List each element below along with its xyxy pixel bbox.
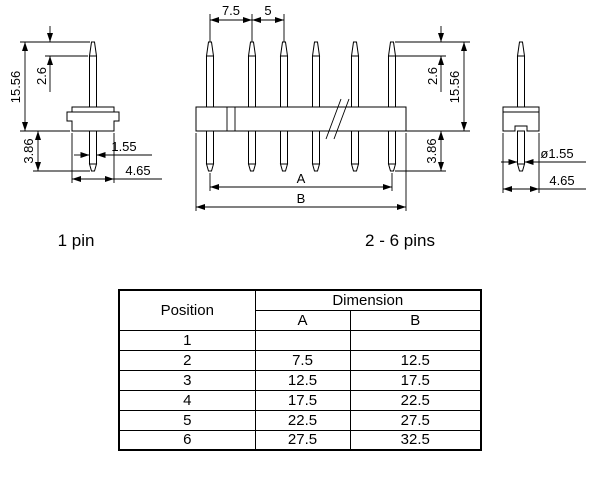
table-row: 2 7.5 12.5 [118,349,482,371]
table-row: 1 [118,329,482,351]
dim-pin-width: 1.55 [74,139,152,158]
cell-b: 17.5 [349,369,482,391]
pin-housing [502,106,540,132]
cell-a: 17.5 [254,389,351,411]
cell-a: 12.5 [254,369,351,391]
dim-tip: 2.6 [395,26,470,92]
one-pin-caption: 1 pin [58,231,95,250]
pin-housing-strip [195,106,407,132]
dim-base-width: 4.65 [71,133,162,183]
dim-label-diameter: ø1.55 [540,146,573,161]
table-header-row: Position Dimension [118,289,482,331]
dim-span-b: B [195,133,407,211]
cell-a: 7.5 [254,349,351,371]
cell-position: 1 [118,329,256,351]
dim-label-tip: 2.6 [34,67,49,85]
dim-label-base-width: 4.65 [549,173,574,188]
pin [279,41,289,172]
break-marks [325,98,350,140]
cell-b: 22.5 [349,389,482,411]
dim-diameter: ø1.55 [501,146,586,165]
cell-position: 6 [118,429,256,451]
dim-height: 15.56 [8,41,90,132]
one-pin-view: 15.56 2.6 3.86 [8,26,162,250]
dim-label-span-b: B [297,191,306,206]
dim-base-width: 4.65 [502,133,586,193]
dim-label-tail: 3.86 [424,138,439,163]
cell-a [254,329,351,351]
header-col-b: B [349,309,482,331]
cell-b [349,329,482,351]
dim-tip: 2.6 [34,26,88,92]
cell-a: 27.5 [254,429,351,451]
dim-tail: 3.86 [21,131,90,172]
cell-b: 12.5 [349,349,482,371]
table-row: 4 17.5 22.5 [118,389,482,411]
pin-housing [66,106,120,132]
dim-label-pitch-first: 7.5 [222,3,240,18]
dim-label-tip: 2.6 [425,67,440,85]
cell-b: 32.5 [349,429,482,451]
dim-height: 15.56 [406,42,470,132]
table-row: 3 12.5 17.5 [118,369,482,391]
cell-position: 2 [118,349,256,371]
dim-tail: 3.86 [395,131,446,172]
dim-label-pin-width: 1.55 [111,139,136,154]
table-subheader-row: A B [119,309,482,331]
cell-position: 4 [118,389,256,411]
dim-pitch: 7.5 5 [209,3,285,42]
table-row: 5 22.5 27.5 [118,409,482,431]
pin [387,41,397,172]
cell-position: 3 [118,369,256,391]
technical-drawing: 15.56 2.6 3.86 [8,3,586,250]
dim-label-height: 15.56 [447,71,462,104]
dim-label-span-a: A [297,171,306,186]
multi-pin-caption: 2 - 6 pins [365,231,435,250]
cell-b: 27.5 [349,409,482,431]
dim-label-height: 15.56 [8,71,23,104]
cell-position: 5 [118,409,256,431]
side-pin-view: ø1.55 4.65 [501,41,586,193]
cell-a: 22.5 [254,409,351,431]
dimension-table: Position Dimension A B 1 2 7.5 12.5 [118,289,482,451]
dim-label-base-width: 4.65 [125,163,150,178]
multi-pin-view: 7.5 5 2.6 15.56 [195,3,470,250]
header-position: Position [118,289,256,331]
dim-span-a: A [209,171,393,191]
header-dimension: Dimension [254,289,482,311]
dim-label-tail: 3.86 [21,138,36,163]
dim-label-pitch: 5 [264,3,271,18]
header-col-a: A [254,309,351,331]
dimension-table-container: Position Dimension A B 1 2 7.5 12.5 [118,289,482,451]
table-row: 6 27.5 32.5 [118,429,482,451]
